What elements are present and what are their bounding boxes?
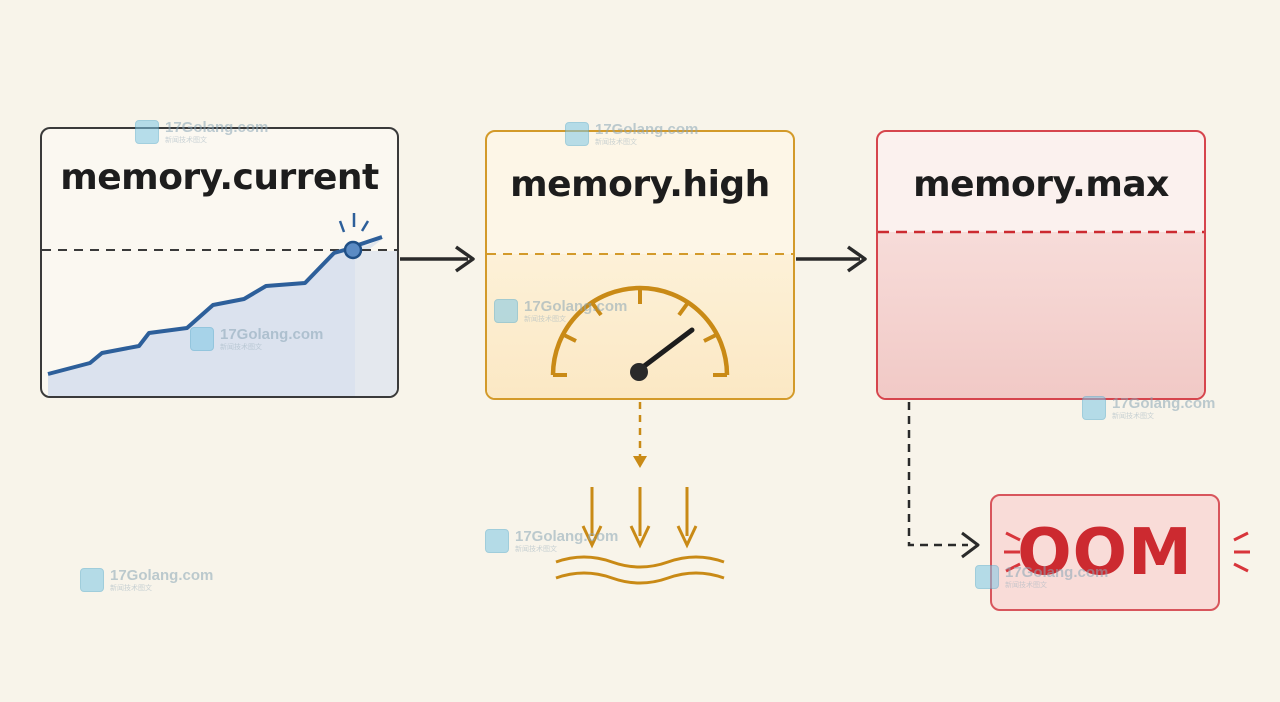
watermark-subtext: 新闻技术图文: [1112, 413, 1154, 420]
watermark-text: 17Golang.com: [524, 298, 628, 315]
watermark-logo-icon: [975, 565, 999, 589]
watermark-logo-icon: [80, 568, 104, 592]
gauge-icon: [487, 253, 793, 381]
watermark-logo-icon: [190, 327, 214, 351]
watermark-logo-icon: [494, 299, 518, 323]
watermark-logo-icon: [1082, 396, 1106, 420]
memory-current-box: memory.current: [40, 127, 399, 398]
watermark-text: 17Golang.com: [220, 326, 324, 343]
arrow-high-down-dashed: [633, 402, 647, 468]
pressure-arrows-icon: [555, 487, 725, 585]
watermark-logo-icon: [565, 122, 589, 146]
watermark-text: 17Golang.com: [1112, 395, 1216, 412]
watermark-subtext: 新闻技术图文: [1005, 582, 1047, 589]
arrow-high-to-max: [796, 245, 867, 273]
watermark-subtext: 新闻技术图文: [524, 316, 566, 323]
watermark-subtext: 新闻技术图文: [515, 546, 557, 553]
memory-max-fill: [878, 232, 1204, 398]
watermark-logo-icon: [485, 529, 509, 553]
watermark-subtext: 新闻技术图文: [595, 139, 637, 146]
watermark-text: 17Golang.com: [1005, 564, 1109, 581]
memory-high-title: memory.high: [510, 164, 770, 205]
arrow-current-to-high: [400, 245, 475, 273]
watermark-text: 17Golang.com: [110, 567, 214, 584]
watermark-subtext: 新闻技术图文: [220, 344, 262, 351]
watermark-subtext: 新闻技术图文: [165, 137, 207, 144]
watermark-text: 17Golang.com: [515, 528, 619, 545]
burst-icon: [1004, 531, 1250, 573]
memory-max-box: memory.max: [876, 130, 1206, 400]
watermark-logo-icon: [135, 120, 159, 144]
watermark-text: 17Golang.com: [595, 121, 699, 138]
memory-max-title: memory.max: [913, 164, 1169, 205]
watermark-subtext: 新闻技术图文: [110, 585, 152, 592]
arrow-max-to-oom-dashed: [907, 402, 980, 559]
watermark-text: 17Golang.com: [165, 119, 269, 136]
memory-max-limit-line: [878, 230, 1204, 234]
memory-current-title: memory.current: [60, 157, 379, 198]
oom-label: OOM: [1017, 516, 1193, 590]
rising-usage-chart-icon: [42, 213, 397, 396]
oom-box: OOM: [990, 494, 1220, 611]
memory-high-box: memory.high: [485, 130, 795, 400]
